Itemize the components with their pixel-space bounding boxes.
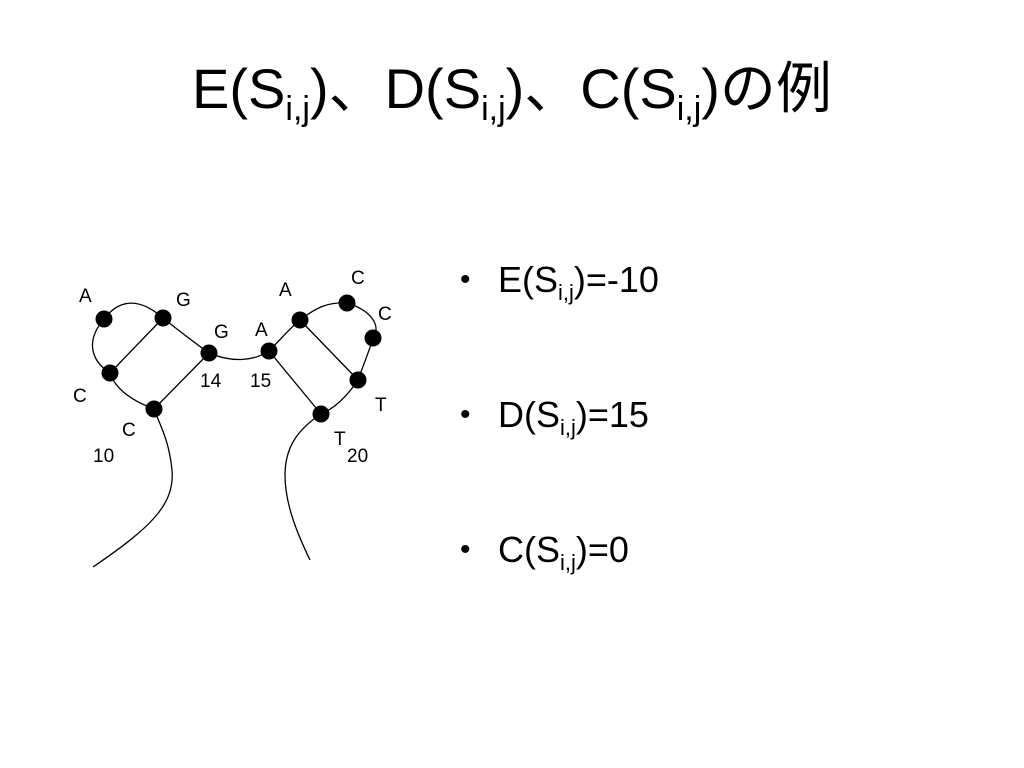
base-pair-line [153,352,210,410]
nucleotide-node [291,311,309,329]
backbone-left-inner [162,317,210,354]
bullet-c-value: • C(Si,j)=0 [460,527,659,575]
title-subscript-2: i,j [481,90,506,128]
nucleotide-label: C [351,268,365,289]
nucleotide-label: C [378,304,392,325]
slide-title: E(Si,j)、D(Si,j)、C(Si,j)の例 [0,57,1024,126]
position-label: 20 [347,446,368,467]
nucleotide-node [312,405,330,423]
nucleotide-label: T [334,429,346,450]
bullet-suffix: )=-10 [573,259,659,300]
nucleotide-node [260,342,278,360]
nucleotide-node [154,309,172,327]
nucleotide-node [364,329,382,347]
title-d-function: )、D(S [309,57,482,120]
base-pair-line [268,350,322,415]
bullet-prefix: E(S [498,259,559,300]
nucleotide-label: A [255,320,268,341]
bullet-prefix: D(S [498,394,560,435]
position-label: 10 [93,446,114,467]
nucleotide-label: G [176,290,191,311]
bullet-subscript: i,j [558,280,574,305]
nucleotide-node [200,344,218,362]
nucleotide-node [349,371,367,389]
title-c-function: )、C(S [505,57,677,120]
bullet-subscript: i,j [560,550,576,575]
position-label: 15 [250,371,271,392]
position-label: 14 [200,371,222,392]
nucleotide-node [95,310,113,328]
nucleotide-label: C [122,420,136,441]
bullet-dot: • [460,533,471,566]
base-pair-line [299,319,359,381]
backbone-left-tail [92,408,173,568]
nucleotide-node [101,364,119,382]
bullet-suffix: )=0 [575,529,629,570]
nucleotide-label: C [73,386,87,407]
bullet-dot: • [460,263,471,296]
base-pair-line [109,317,164,374]
title-subscript-3: i,j [676,90,702,128]
bullet-suffix: )=15 [575,394,649,435]
backbone-left-stem-outer [109,372,155,410]
bullet-energy: • E(Si,j)=-10 [460,257,659,305]
nucleotide-node [145,400,163,418]
title-suffix: )の例 [701,57,832,120]
nucleotide-node [338,294,356,312]
nucleotide-label: G [214,322,229,343]
nucleotide-label: A [79,286,92,307]
bullet-subscript: i,j [560,415,576,440]
backbone-connector [208,350,270,361]
title-subscript-1: i,j [285,90,310,128]
bullet-d-value: • D(Si,j)=15 [460,392,659,440]
bullet-prefix: C(S [498,529,560,570]
backbone-right-loop [299,302,377,381]
backbone-right-tail [284,413,322,561]
nucleotide-label: T [375,395,387,416]
bullet-list: •E(Si,j)=-10 •D(Si,j)=15 •C(Si,j)=0 [460,257,659,662]
bullet-dot: • [460,398,471,431]
nucleotide-label: A [279,280,292,301]
title-e-function: E(S [192,57,286,120]
